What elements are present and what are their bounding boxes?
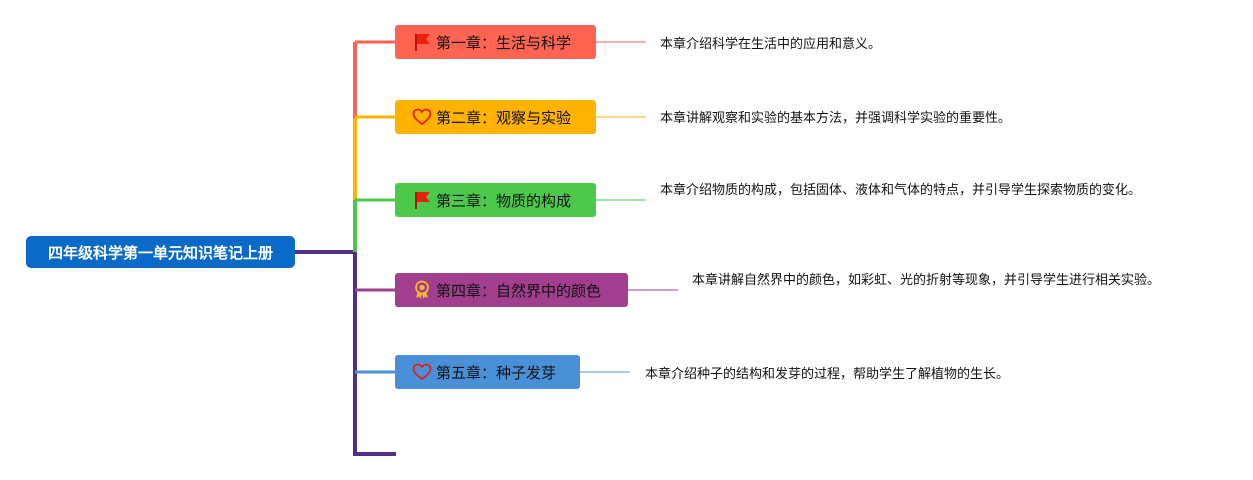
chapter-label: 第四章：自然界中的颜色	[436, 281, 602, 300]
heart-icon	[412, 107, 432, 127]
chapter-description-3: 本章介绍物质的构成，包括固体、液体和气体的特点，并引导学生探索物质的变化。	[660, 183, 1142, 198]
chapter-node-2[interactable]: 第二章：观察与实验	[395, 100, 596, 134]
chapter-label: 第五章：种子发芽	[436, 363, 557, 382]
chapter-node-4[interactable]: 第四章：自然界中的颜色	[395, 273, 628, 307]
chapter-description-2: 本章讲解观察和实验的基本方法，并强调科学实验的重要性。	[660, 111, 1012, 126]
root-node[interactable]: 四年级科学第一单元知识笔记上册	[26, 236, 295, 268]
heart-icon	[412, 362, 432, 382]
chapter-description-1: 本章介绍科学在生活中的应用和意义。	[660, 37, 882, 52]
chapter-label: 第二章：观察与实验	[436, 108, 572, 127]
chapter-description-4: 本章讲解自然界中的颜色，如彩虹、光的折射等现象，并引导学生进行相关实验。	[692, 273, 1161, 288]
flag-icon	[412, 190, 432, 210]
medal-icon	[412, 280, 432, 300]
chapter-node-5[interactable]: 第五章：种子发芽	[395, 355, 580, 389]
chapter-node-3[interactable]: 第三章：物质的构成	[395, 183, 596, 217]
flag-icon	[412, 32, 432, 52]
root-node-label: 四年级科学第一单元知识笔记上册	[47, 243, 273, 262]
chapter-node-1[interactable]: 第一章：生活与科学	[395, 25, 596, 59]
chapter-label: 第三章：物质的构成	[436, 191, 572, 210]
chapter-label: 第一章：生活与科学	[436, 33, 572, 52]
chapter-description-5: 本章介绍种子的结构和发芽的过程，帮助学生了解植物的生长。	[645, 367, 1010, 382]
